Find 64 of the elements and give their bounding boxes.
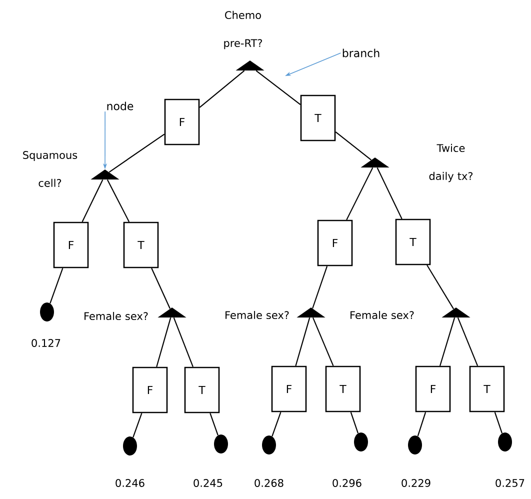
decision-triangle <box>90 170 120 180</box>
branch-line <box>132 412 142 438</box>
branch-line <box>210 412 218 436</box>
decision-triangle <box>236 60 264 70</box>
branch-line <box>312 266 328 309</box>
decision-triangle <box>296 308 326 318</box>
branch-line <box>199 70 245 108</box>
branch-line <box>151 268 171 309</box>
branch-line <box>272 412 282 436</box>
branch-line <box>256 70 301 105</box>
decision-triangle <box>158 308 186 318</box>
branch-line <box>350 412 359 434</box>
choice-box: F <box>132 366 168 414</box>
branch-line <box>494 412 503 434</box>
leaf-dot <box>214 434 228 454</box>
branch-line <box>108 134 165 173</box>
branch-line <box>173 318 194 368</box>
probability-value: 0.246 <box>116 479 144 487</box>
probability-value: 0.296 <box>332 479 362 487</box>
probability-value: 0.127 <box>32 339 60 347</box>
choice-box: F <box>415 366 451 412</box>
choice-box: T <box>325 366 361 412</box>
callout-text: node <box>107 102 134 110</box>
leaf-dot <box>354 432 368 452</box>
branch-line <box>156 318 172 367</box>
branch-line <box>50 268 64 304</box>
choice-box: T <box>469 366 505 412</box>
choice-box: T <box>184 366 220 414</box>
branch-line <box>82 179 104 222</box>
question-label: Female sex? <box>84 312 148 320</box>
branch-line <box>457 318 478 366</box>
branch-line <box>376 167 402 220</box>
question-label: Chemo pre-RT? <box>224 10 262 50</box>
leaf-dot <box>408 436 422 454</box>
callout-text: branch <box>342 48 380 58</box>
decision-triangle <box>442 308 470 318</box>
choice-box: F <box>53 222 89 268</box>
leaf-dot <box>123 436 137 456</box>
branch-line <box>417 412 426 436</box>
branch-line <box>106 179 130 222</box>
choice-box: F <box>271 366 307 412</box>
probability-value: 0.268 <box>254 479 284 487</box>
branch-line <box>312 318 334 366</box>
leaf-dot <box>262 436 276 454</box>
probability-value: 0.245 <box>194 479 222 487</box>
leaf-dot <box>498 432 512 452</box>
branch-line <box>439 318 456 366</box>
branch-line <box>295 318 310 366</box>
choice-box: T <box>395 218 431 266</box>
question-label: Squamous cell? <box>23 151 78 187</box>
choice-box: T <box>300 94 336 142</box>
question-label: Twice daily tx? <box>429 144 473 182</box>
probability-value: 0.229 <box>402 479 430 487</box>
choice-box: F <box>317 220 353 266</box>
question-label: Female sex? <box>350 310 414 320</box>
probability-value: 0.257 <box>496 479 524 487</box>
branch-line <box>346 167 374 220</box>
branch-line <box>335 132 372 160</box>
branch-line <box>426 264 454 310</box>
decision-triangle <box>360 158 390 168</box>
leaf-dot <box>40 302 54 322</box>
choice-box: F <box>164 98 200 146</box>
question-label: Female sex? <box>226 310 289 320</box>
choice-box: T <box>123 222 159 268</box>
